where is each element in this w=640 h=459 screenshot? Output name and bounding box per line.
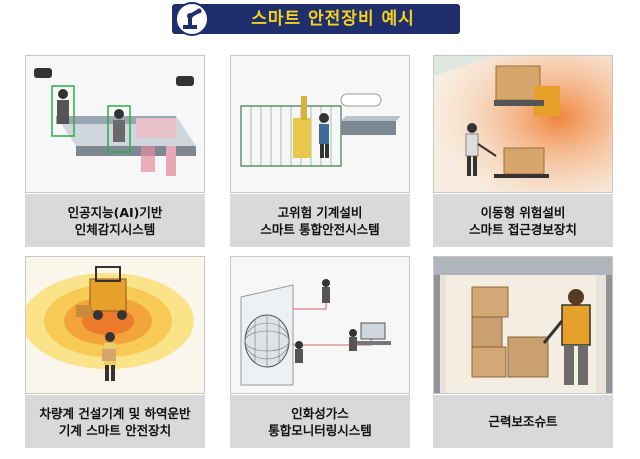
forklift-safety-illustration [25, 256, 205, 394]
caption-line: 인화성가스 [291, 405, 349, 421]
card-ai-human-detection: 인공지능(AI)기반 인체감지시스템 [25, 55, 205, 247]
page-title: 스마트 안전장비 예시 [251, 9, 415, 29]
mobile-equipment-alarm-illustration [433, 55, 613, 193]
caption-line: 스마트 접근경보장치 [469, 221, 577, 237]
high-risk-machine-illustration [230, 55, 410, 193]
ai-human-detection-illustration [25, 55, 205, 193]
caption-line: 차량계 건설기계 및 하역운반 [39, 405, 191, 421]
gas-monitoring-illustration [230, 256, 410, 394]
card-construction-vehicle-safety: 차량계 건설기계 및 하역운반 기계 스마트 안전장치 [25, 256, 205, 448]
caption-line: 이동형 위험설비 [480, 204, 566, 220]
card-caption: 인화성가스 통합모니터링시스템 [230, 395, 410, 448]
caption-line: 인체감지시스템 [74, 221, 156, 237]
card-caption: 근력보조슈트 [433, 395, 613, 448]
caption-line: 인공지능(AI)기반 [67, 204, 163, 220]
card-flammable-gas-monitoring: 인화성가스 통합모니터링시스템 [230, 256, 410, 448]
card-caption: 이동형 위험설비 스마트 접근경보장치 [433, 194, 613, 247]
card-mobile-equipment-alarm: 이동형 위험설비 스마트 접근경보장치 [433, 55, 613, 247]
card-high-risk-machine: 고위험 기계설비 스마트 통합안전시스템 [230, 55, 410, 247]
muscle-assist-suit-illustration [433, 256, 613, 394]
caption-line: 기계 스마트 안전장치 [58, 422, 172, 438]
caption-line: 스마트 통합안전시스템 [260, 221, 380, 237]
card-muscle-assist-suit: 근력보조슈트 [433, 256, 613, 448]
card-caption: 인공지능(AI)기반 인체감지시스템 [25, 194, 205, 247]
caption-line: 고위험 기계설비 [277, 204, 363, 220]
card-caption: 차량계 건설기계 및 하역운반 기계 스마트 안전장치 [25, 395, 205, 448]
title-banner [172, 4, 460, 34]
caption-line: 통합모니터링시스템 [268, 422, 372, 438]
card-caption: 고위험 기계설비 스마트 통합안전시스템 [230, 194, 410, 247]
caption-line: 근력보조슈트 [488, 414, 558, 429]
robot-arm-icon [175, 2, 209, 36]
